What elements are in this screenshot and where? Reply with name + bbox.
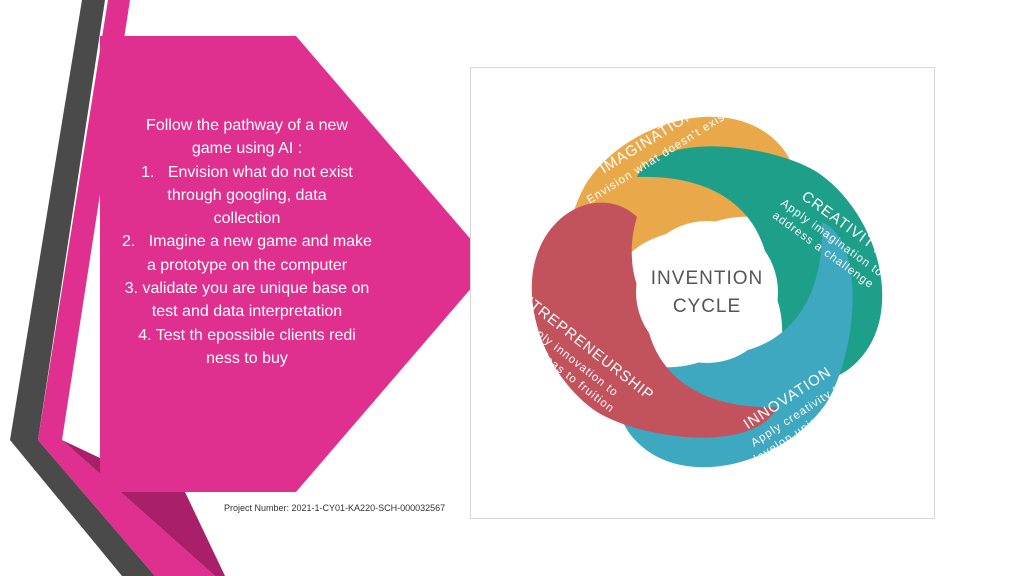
petal-entrepreneurship (531, 202, 777, 438)
instruction-line: 3. validate you are unique base on (124, 280, 370, 298)
instruction-line: 4. Test th epossible clients redi (138, 326, 356, 344)
instructions-text: Follow the pathway of a new game using AI… (104, 114, 390, 370)
instruction-line: 2. Imagine a new game and make (122, 233, 372, 251)
instruction-line: 1. Envision what do not exist (141, 163, 353, 181)
center-circle (636, 221, 778, 363)
instruction-line: Follow the pathway of a new (146, 117, 348, 134)
instruction-line: ness to buy (206, 349, 288, 367)
instruction-line: collection (213, 210, 281, 228)
dark-pink-band (62, 440, 225, 576)
project-number: Project Number: 2021-1-CY01-KA220-SCH-00… (224, 503, 446, 513)
gray-stripe-lower (10, 440, 155, 576)
gray-stripe (10, 0, 105, 440)
instruction-line: test and data interpretation (151, 303, 343, 321)
center-label-line1: INVENTION (651, 268, 763, 289)
center-label-line2: CYCLE (673, 296, 741, 317)
instruction-line: game using AI : (191, 140, 303, 158)
instruction-line: through googling, data (167, 186, 327, 204)
pink-stripe-lower (38, 440, 215, 576)
instruction-line: a prototype on the computer (146, 256, 348, 274)
